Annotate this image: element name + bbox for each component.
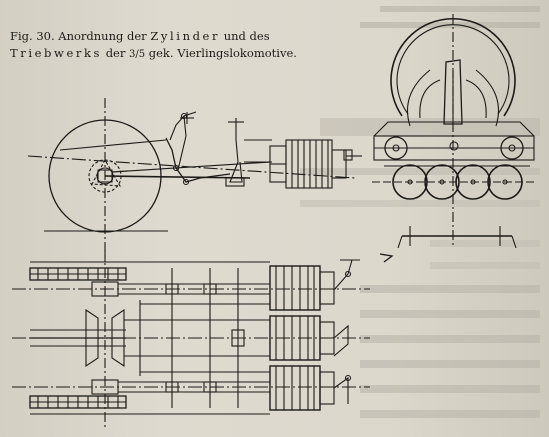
figure-caption: Fig. 30. Anordnung der Zylinder und des … xyxy=(10,28,370,63)
caption-spaced-word-1: Zylinder xyxy=(150,29,221,43)
side-elevation xyxy=(27,98,362,262)
exhaust-nozzle xyxy=(443,59,463,125)
piston-rod xyxy=(111,161,271,173)
caption-text-2: und des xyxy=(223,29,270,43)
caption-fraction: 3/5 xyxy=(129,49,146,60)
caption-text-3: der xyxy=(105,46,126,60)
valve-gear-link xyxy=(165,137,231,183)
plan-view xyxy=(12,250,370,430)
caption-text-4: gek. Vierlingslokomotive. xyxy=(148,46,297,60)
crank-triangle xyxy=(91,159,121,187)
caption-text-1: Anordnung der xyxy=(58,29,147,43)
wheel-disc-upper xyxy=(29,267,127,281)
cylinder-block-plan xyxy=(269,265,335,411)
caption-spaced-word-2: Triebwerks xyxy=(10,46,103,60)
cylinder-group-side xyxy=(269,139,362,189)
wheel-disc-lower xyxy=(29,395,127,409)
figure-label: Fig. 30. xyxy=(10,29,55,43)
front-view xyxy=(372,14,536,263)
